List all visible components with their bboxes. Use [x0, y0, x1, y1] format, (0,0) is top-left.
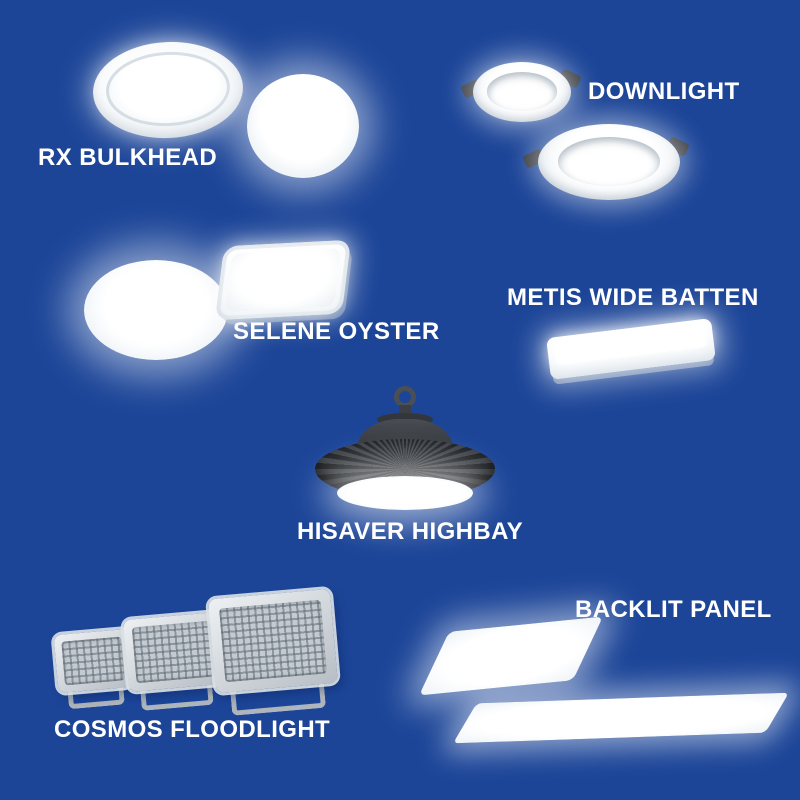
hisaver-highbay-image: [315, 386, 495, 518]
selene-oyster-label: SELENE OYSTER: [233, 318, 440, 345]
rx-bulkhead-label: RX BULKHEAD: [38, 144, 218, 171]
cosmos-floodlight-small-image: [53, 628, 133, 710]
downlight-label: DOWNLIGHT: [588, 78, 740, 105]
highbay-glowing-lens: [337, 476, 473, 510]
downlight-large-image: [538, 124, 680, 200]
metis-wide-batten-label: METIS WIDE BATTEN: [507, 284, 759, 311]
cosmos-floodlight-large-image: [208, 588, 338, 716]
rx-bulkhead-oval-light-image: [90, 38, 246, 142]
backlit-panel-label: BACKLIT PANEL: [575, 596, 772, 623]
backlit-panel-square-image: [418, 616, 604, 696]
downlight-small-image: [473, 62, 571, 122]
cosmos-floodlight-label: COSMOS FLOODLIGHT: [54, 716, 331, 743]
highbay-stem: [399, 405, 411, 416]
selene-oyster-square-image: [214, 239, 352, 321]
rx-bulkhead-round-light-image: [247, 74, 359, 178]
floodlight-body: [208, 588, 338, 694]
selene-oyster-round-image: [84, 260, 228, 360]
floodlight-led-array: [218, 599, 328, 683]
cosmos-floodlight-medium-image: [123, 612, 223, 711]
floodlight-led-array: [61, 636, 125, 686]
floodlight-body: [53, 628, 133, 694]
metis-wide-batten-image: [546, 318, 716, 380]
hisaver-highbay-label: HISAVER HIGHBAY: [297, 518, 524, 545]
backlit-panel-long-image: [452, 692, 790, 744]
floodlight-body: [123, 612, 223, 692]
floodlight-led-array: [131, 620, 215, 684]
